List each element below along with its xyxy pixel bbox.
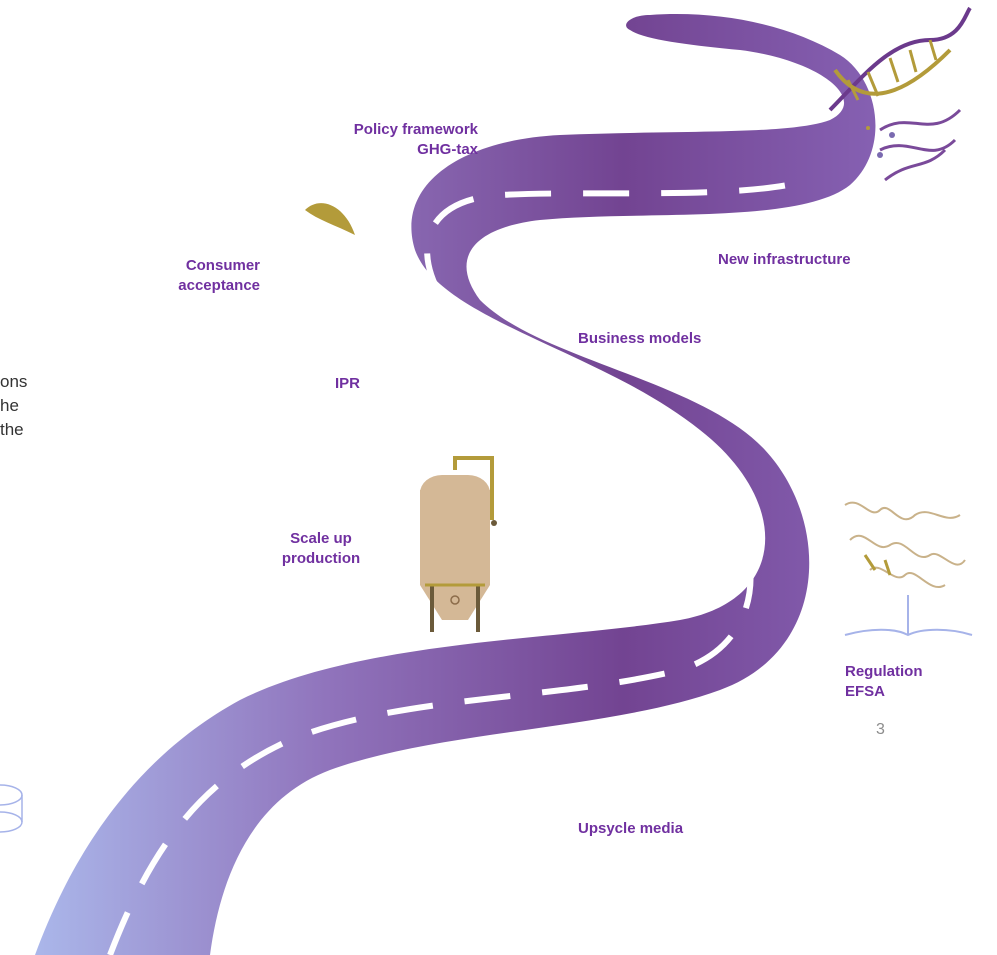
label-scale-up-production: Scale up production [268, 529, 374, 569]
page-number: 3 [876, 721, 885, 739]
label-consumer-acceptance: Consumer acceptance [140, 256, 260, 296]
regulation-book-icon [845, 503, 972, 635]
label-upcycle-media: Upsycle media [578, 819, 683, 839]
label-ipr: IPR [335, 374, 360, 394]
label-new-infrastructure: New infrastructure [718, 250, 851, 270]
petri-dish-icon [0, 785, 22, 832]
partial-text-line: ons [0, 370, 27, 394]
partial-left-text: ons he the [0, 370, 27, 442]
label-policy-framework: Policy framework GHG-tax [300, 120, 478, 160]
partial-text-line: he [0, 394, 27, 418]
leaf-icon [305, 203, 355, 235]
fermentation-tank-icon [420, 458, 497, 632]
partial-text-line: the [0, 418, 27, 442]
label-regulation-efsa: Regulation EFSA [845, 662, 923, 702]
label-business-models: Business models [578, 329, 701, 349]
